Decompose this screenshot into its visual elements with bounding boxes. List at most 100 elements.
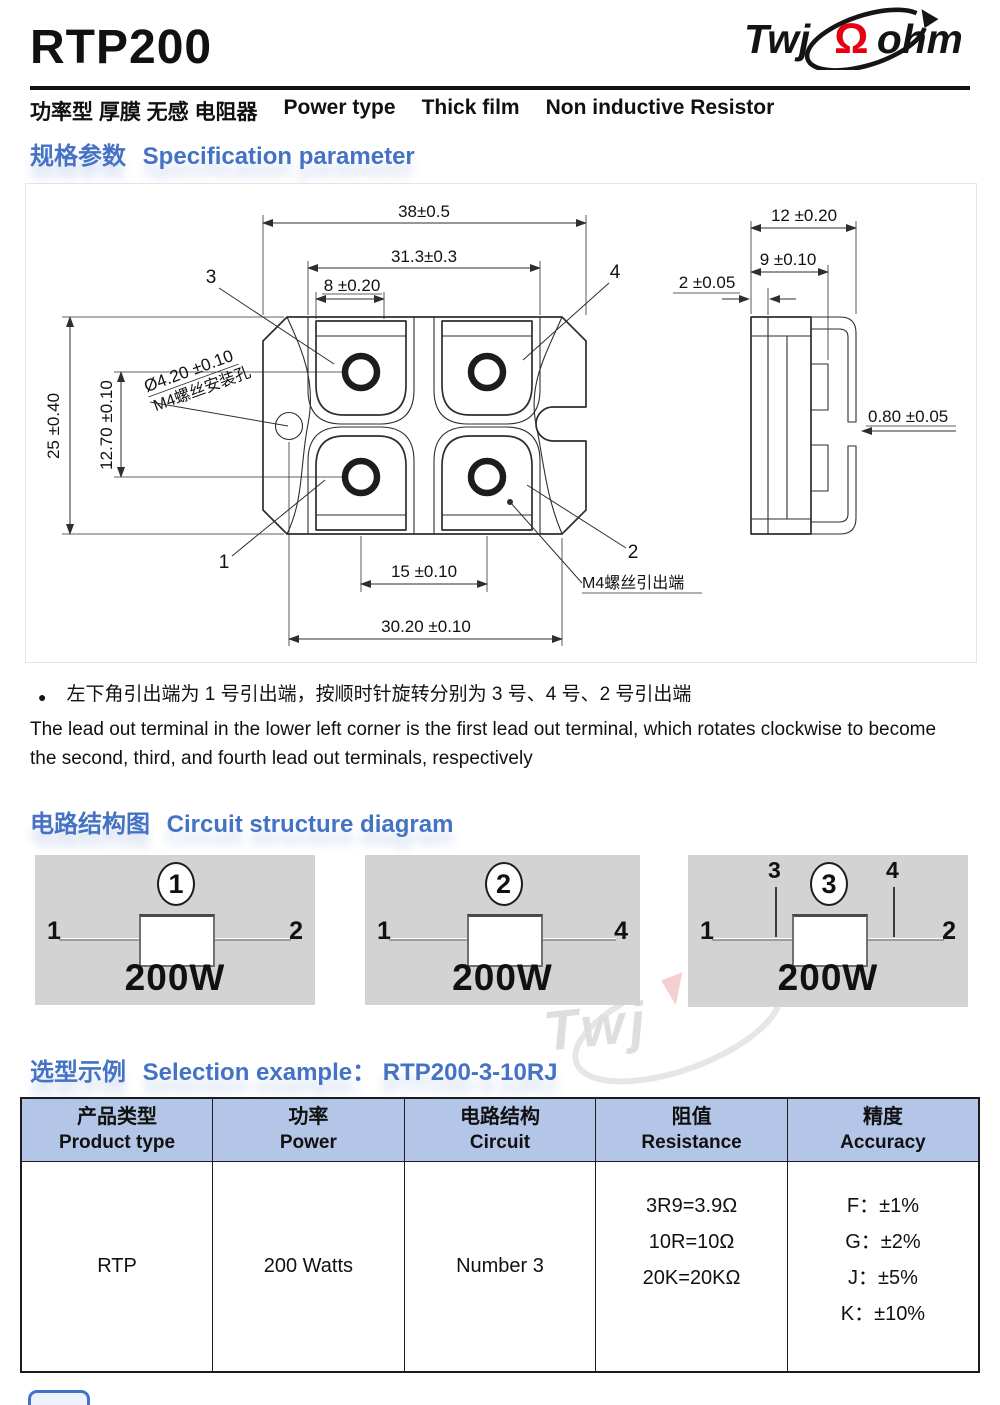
selection-table: 产品类型 Product type 功率 Power 电路结构 Circuit … [20, 1097, 980, 1373]
circuit-3-resistor-symbol [792, 914, 868, 967]
cell-power: 200 Watts [212, 1161, 405, 1372]
header-divider [30, 86, 970, 90]
svg-text:M4螺丝引出端: M4螺丝引出端 [582, 574, 684, 592]
circuit-3-terminal-left: 1 [700, 917, 714, 945]
terminal-label-4: 4 [522, 262, 621, 361]
logo-omega: Ω [834, 15, 868, 63]
subtitle-en-1: Power type [283, 96, 396, 119]
heading-selection-en: Selection example： [142, 1059, 377, 1086]
cell-resistance: 3R9=3.9Ω 10R=10Ω 20K=20KΩ [595, 1161, 788, 1372]
dimension-drawing: 38±0.5 31.3±0.3 8 ±0.20 25 ±0.40 12.70 ±… [25, 183, 977, 663]
dim-horizontal-pitch: 15 ±0.10 [360, 536, 488, 592]
terminal-pad-2 [433, 426, 541, 534]
col-header-product-type-en: Product type [58, 1132, 176, 1153]
circuit-2-resistor-symbol [466, 914, 543, 967]
terminal-label-1: 1 [219, 479, 326, 573]
dim-plate-thickness: 2 ±0.05 [673, 273, 796, 315]
circuit-1-number-badge: 1 [157, 862, 195, 906]
svg-text:12.70 ±0.10: 12.70 ±0.10 [97, 380, 116, 470]
dim-inner-depth: 9 ±0.10 [750, 250, 829, 360]
terminal-pad-1 [307, 426, 415, 534]
col-header-resistance-en: Resistance [641, 1132, 742, 1153]
circuit-2-number-badge: 2 [484, 862, 523, 906]
section-heading-specification: 规格参数 Specification parameter [30, 136, 415, 171]
terminal-label-2: 2 [526, 484, 639, 563]
col-header-accuracy: 精度 Accuracy [786, 1098, 979, 1162]
dim-vertical-pitch: 12.70 ±0.10 [97, 371, 342, 478]
col-header-power: 功率 Power [212, 1098, 405, 1162]
circuit-3-tap-left-label: 3 [768, 857, 781, 883]
terminal-label-3: 3 [206, 267, 335, 365]
selection-table-header-row: 产品类型 Product type 功率 Power 电路结构 Circuit … [21, 1098, 979, 1162]
heading-circuit-en: Circuit structure diagram [166, 811, 454, 838]
col-header-power-cn: 功率 [288, 1106, 329, 1128]
col-header-accuracy-cn: 精度 [862, 1106, 903, 1128]
svg-text:38±0.5: 38±0.5 [398, 202, 450, 221]
cell-circuit: Number 3 [403, 1161, 596, 1372]
page-title: RTP200 [30, 21, 213, 74]
body-right-contour [533, 316, 563, 535]
svg-text:2 ±0.05: 2 ±0.05 [679, 273, 736, 292]
col-header-circuit-cn: 电路结构 [459, 1106, 540, 1128]
heading-spec-cn: 规格参数 [30, 143, 126, 170]
next-section-tab-partial [28, 1390, 90, 1405]
svg-text:1: 1 [219, 552, 230, 573]
col-header-accuracy-en: Accuracy [840, 1132, 926, 1153]
circuit-2-power-rating: 200W [452, 957, 553, 998]
circuit-3-number-badge: 3 [810, 862, 848, 906]
terminal-note-block: ● 左下角引出端为 1 号引出端，按顺时针旋转分别为 3 号、4 号、2 号引出… [30, 680, 936, 773]
resistance-line: 3R9=3.9Ω [646, 1195, 738, 1217]
accuracy-line: J：±5% [847, 1267, 918, 1289]
svg-text:3: 3 [206, 267, 217, 288]
circuit-3-tap-right-label: 4 [886, 857, 899, 883]
svg-text:9 ±0.10: 9 ±0.10 [760, 250, 817, 269]
terminal-pad-4 [433, 317, 541, 425]
note-cn: 左下角引出端为 1 号引出端，按顺时针旋转分别为 3 号、4 号、2 号引出端 [66, 684, 692, 705]
circuit-2-terminal-right: 4 [614, 917, 628, 945]
col-header-resistance: 阻值 Resistance [595, 1098, 788, 1162]
dim-terminal-offset: 8 ±0.20 [315, 276, 385, 319]
circuit-1-power-rating: 200W [124, 957, 226, 998]
cell-accuracy: F：±1% G：±2% J：±5% K：±10% [786, 1161, 979, 1372]
bullet-icon: ● [38, 689, 47, 705]
svg-text:8 ±0.20: 8 ±0.20 [324, 276, 381, 295]
svg-text:15 ±0.10: 15 ±0.10 [391, 562, 457, 581]
section-heading-selection: 选型示例 Selection example： RTP200-3-10RJ [30, 1052, 558, 1087]
col-header-resistance-cn: 阻值 [671, 1106, 712, 1128]
mounting-hole [274, 411, 304, 441]
circuit-1-terminal-left: 1 [47, 917, 61, 945]
terminal-note-callout: M4螺丝引出端 [507, 499, 702, 594]
col-header-power-en: Power [279, 1132, 337, 1153]
circuit-diagram-3: 3 3 4 1 2 200W [688, 855, 968, 1007]
dim-depth: 12 ±0.20 [750, 206, 857, 314]
dim-overall-width: 38±0.5 [262, 202, 587, 315]
col-header-circuit-en: Circuit [469, 1132, 531, 1153]
circuit-3-tap-right-lead [893, 887, 895, 937]
col-header-product-type: 产品类型 Product type [21, 1098, 213, 1162]
dim-hole-to-edge: 30.20 ±0.10 [288, 442, 563, 646]
subtitle-en-2: Thick film [421, 96, 520, 119]
section-heading-circuit: 电路结构图 Circuit structure diagram [30, 804, 453, 839]
circuit-1-terminal-right: 2 [289, 917, 303, 945]
brand-logo: Twj Ω ohm [742, 4, 990, 73]
dim-overall-height: 25 ±0.40 [44, 316, 284, 535]
heading-circuit-cn: 电路结构图 [30, 811, 150, 838]
product-subtitle: 功率型 厚膜 无感 电阻器 Power type Thick film Non … [30, 96, 774, 126]
accuracy-line: F：±1% [846, 1195, 919, 1217]
circuit-3-power-rating: 200W [777, 957, 879, 998]
heading-spec-en: Specification parameter [142, 143, 415, 170]
resistance-line: 20K=20KΩ [642, 1267, 741, 1289]
heading-selection-cn: 选型示例 [30, 1059, 126, 1086]
circuit-2-terminal-left: 1 [377, 917, 391, 945]
dim-terminal-span: 31.3±0.3 [307, 247, 541, 315]
cell-product-type: RTP [97, 1255, 137, 1277]
circuit-diagram-1: 1 1 2 200W [35, 855, 315, 1005]
circuit-3-terminal-right: 2 [942, 917, 956, 945]
svg-text:2: 2 [628, 542, 639, 563]
accuracy-line: G：±2% [845, 1231, 921, 1253]
subtitle-cn: 功率型 厚膜 无感 电阻器 [30, 101, 258, 124]
heading-selection-example: RTP200-3-10RJ [382, 1059, 558, 1086]
terminal-pad-3 [307, 317, 415, 425]
selection-table-data-row: RTP 200 Watts Number 3 3R9=3.9Ω 10R=10Ω … [21, 1161, 979, 1372]
col-header-product-type-cn: 产品类型 [77, 1106, 158, 1128]
